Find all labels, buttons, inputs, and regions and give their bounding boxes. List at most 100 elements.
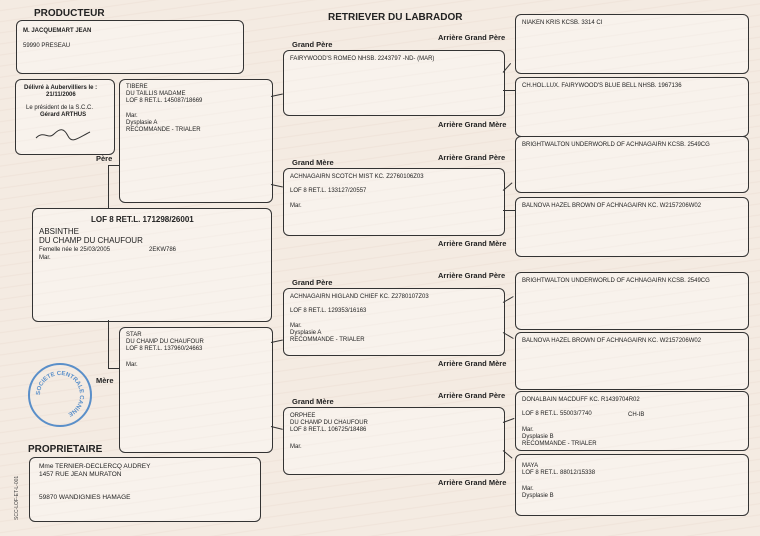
ggp-box-7: DONALBAIN MACDUFF KC. R1439704R02 LOF 8 … (515, 391, 749, 451)
ggp8-mar: Mar. (522, 486, 534, 492)
seal-ring: SOCIETE CENTRALE CANINE (36, 371, 84, 417)
gm2-mar: Mar. (290, 444, 302, 450)
ggp7-line1: DONALBAIN MACDUFF KC. R1439704R02 (522, 397, 640, 403)
connector (108, 165, 109, 208)
father-line2: DU TAILLIS MADAME (126, 91, 186, 97)
gm2-lof: LOF 8 RET.L. 106725/18486 (290, 427, 367, 433)
gm1-lof: LOF 8 RET.L. 133127/20557 (290, 188, 367, 194)
gm2-line2: DU CHAMP DU CHAUFOUR (290, 420, 368, 426)
gp2-note: RECOMMANDE - TRIALER (290, 337, 365, 343)
gm1-line1: ACHNAGAIRN SCOTCH MIST KC. Z2760106Z03 (290, 174, 424, 180)
father-note: RECOMMANDE - TRIALER (126, 127, 201, 133)
producer-address: 59990 PRESEAU (23, 43, 71, 49)
producer-name: M. JACQUEMART JEAN (23, 28, 92, 34)
ggp-box-1: NIAKEN KRIS KCSB. 3314 CI (515, 14, 749, 74)
delivery-box: Délivré à Aubervilliers le : 21/11/2006 … (15, 79, 115, 155)
ggp7-dysplasie: Dysplasie B (522, 434, 554, 440)
delivery-line2: Le président de la S.C.C. (26, 105, 94, 111)
owner-city: 59870 WANDIGNIES HAMAGE (39, 494, 131, 501)
subject-dog-box: LOF 8 RET.L. 171298/26001 ABSINTHE DU CH… (32, 208, 272, 322)
president-name: Gérard ARTHUS (40, 112, 87, 118)
ggp7-lof: LOF 8 RET.L. 55003/7740 (522, 411, 592, 417)
grandmother-paternal-box: ACHNAGAIRN SCOTCH MIST KC. Z2760106Z03 L… (283, 168, 505, 236)
label-grand-pere-2: Grand Père (292, 278, 333, 287)
connector (503, 90, 515, 91)
father-box: TIBERE DU TAILLIS MADAME LOF 8 RET.L. 14… (119, 79, 273, 203)
label-agp-3: Arrière Grand Père (438, 271, 506, 280)
gp2-line1: ACHNAGAIRN HIGLAND CHIEF KC. Z2780107Z03 (290, 294, 429, 300)
label-agm-3: Arrière Grand Mère (438, 359, 507, 368)
signature (35, 129, 91, 141)
mother-line2: DU CHAMP DU CHAUFOUR (126, 339, 204, 345)
mother-line1: STAR (126, 332, 142, 338)
gp2-dysplasie: Dysplasie A (290, 330, 322, 336)
gp1-line1: FAIRYWOOD'S ROMEO NHSB. 2243797 -ND- (MA… (290, 56, 435, 62)
scc-seal-logo: SOCIETE CENTRALE CANINE (28, 363, 92, 427)
ggp1-line1: NIAKEN KRIS KCSB. 3314 CI (522, 20, 603, 26)
father-lof: LOF 8 RET.L. 145087/18669 (126, 98, 203, 104)
father-mar: Mar. (126, 113, 138, 119)
ggp-box-8: MAYA LOF 8 RET.L. 88012/15338 Mar. Dyspl… (515, 454, 749, 516)
mother-box: STAR DU CHAMP DU CHAUFOUR LOF 8 RET.L. 1… (119, 327, 273, 453)
owner-box: Mme TERNIER-DECLERCQ AUDREY 1457 RUE JEA… (29, 457, 261, 522)
producteur-heading: PRODUCTEUR (34, 8, 105, 19)
ggp5-line1: BRIGHTWALTON UNDERWORLD OF ACHNAGAIRN KC… (522, 278, 710, 284)
ggp-box-4: BALNOVA HAZEL BROWN OF ACHNAGAIRN KC. W2… (515, 197, 749, 257)
grandfather-maternal-box: ACHNAGAIRN HIGLAND CHIEF KC. Z2780107Z03… (283, 288, 505, 356)
subject-lof: LOF 8 RET.L. 171298/26001 (91, 215, 194, 224)
ggp-box-3: BRIGHTWALTON UNDERWORLD OF ACHNAGAIRN KC… (515, 136, 749, 193)
owner-name: Mme TERNIER-DECLERCQ AUDREY (39, 463, 151, 470)
father-line1: TIBERE (126, 84, 148, 90)
subject-name1: ABSINTHE (39, 227, 80, 236)
ggp-box-2: CH.HOL.LUX. FAIRYWOOD'S BLUE BELL NHSB. … (515, 77, 749, 137)
grandfather-paternal-box: FAIRYWOOD'S ROMEO NHSB. 2243797 -ND- (MA… (283, 50, 505, 116)
ggp6-line1: BALNOVA HAZEL BROWN OF ACHNAGAIRN KC. W2… (522, 338, 702, 344)
proprietaire-heading: PROPRIETAIRE (28, 444, 103, 455)
label-agm-4: Arrière Grand Mère (438, 478, 507, 487)
subject-birth: Femelle née le 25/03/2005 (39, 247, 111, 253)
ggp-box-5: BRIGHTWALTON UNDERWORLD OF ACHNAGAIRN KC… (515, 272, 749, 330)
label-agm-1: Arrière Grand Mère (438, 120, 507, 129)
svg-text:SOCIETE CENTRALE CANINE: SOCIETE CENTRALE CANINE (36, 371, 84, 417)
label-agm-2: Arrière Grand Mère (438, 239, 507, 248)
label-agp-1: Arrière Grand Père (438, 33, 506, 42)
label-grand-mere-1: Grand Mère (292, 158, 334, 167)
delivery-line1: Délivré à Aubervilliers le : (24, 85, 98, 91)
connector (108, 165, 119, 166)
gm1-mar: Mar. (290, 203, 302, 209)
connector (108, 368, 119, 369)
subject-mar: Mar. (39, 255, 51, 261)
gm2-line1: ORPHEE (290, 413, 316, 419)
ggp8-lof: LOF 8 RET.L. 88012/15338 (522, 470, 596, 476)
label-agp-2: Arrière Grand Père (438, 153, 506, 162)
ggp8-line1: MAYA (522, 463, 539, 469)
ggp4-line1: BALNOVA HAZEL BROWN OF ACHNAGAIRN KC. W2… (522, 203, 702, 209)
label-grand-pere-1: Grand Père (292, 40, 333, 49)
ggp8-dysplasie: Dysplasie B (522, 493, 554, 499)
label-grand-mere-2: Grand Mère (292, 397, 334, 406)
father-dysplasie: Dysplasie A (126, 120, 158, 126)
label-pere: Père (96, 154, 113, 163)
gp2-lof: LOF 8 RET.L. 129353/16163 (290, 308, 367, 314)
subject-name2: DU CHAMP DU CHAUFOUR (39, 236, 143, 245)
grandmother-maternal-box: ORPHEE DU CHAMP DU CHAUFOUR LOF 8 RET.L.… (283, 407, 505, 475)
label-agp-4: Arrière Grand Père (438, 391, 506, 400)
ggp3-line1: BRIGHTWALTON UNDERWORLD OF ACHNAGAIRN KC… (522, 142, 710, 148)
owner-street: 1457 RUE JEAN MURATON (39, 471, 122, 478)
connector (108, 320, 109, 368)
producer-box: M. JACQUEMART JEAN 59990 PRESEAU (16, 20, 244, 74)
ggp7-mar: Mar. (522, 427, 534, 433)
delivery-date: 21/11/2006 (46, 92, 76, 98)
breed-title: RETRIEVER DU LABRADOR (328, 12, 463, 23)
label-mere: Mère (96, 376, 114, 385)
connector (503, 210, 515, 211)
mother-mar: Mar. (126, 362, 138, 368)
gp2-mar: Mar. (290, 323, 302, 329)
ggp-box-6: BALNOVA HAZEL BROWN OF ACHNAGAIRN KC. W2… (515, 332, 749, 390)
ggp7-extra: CH-IB (628, 412, 645, 418)
ggp2-line1: CH.HOL.LUX. FAIRYWOOD'S BLUE BELL NHSB. … (522, 83, 682, 89)
side-code: SCC-LOF-ET-L-001 (14, 475, 20, 520)
subject-id: 2EKW786 (149, 247, 177, 253)
ggp7-note: RECOMMANDE - TRIALER (522, 441, 597, 447)
